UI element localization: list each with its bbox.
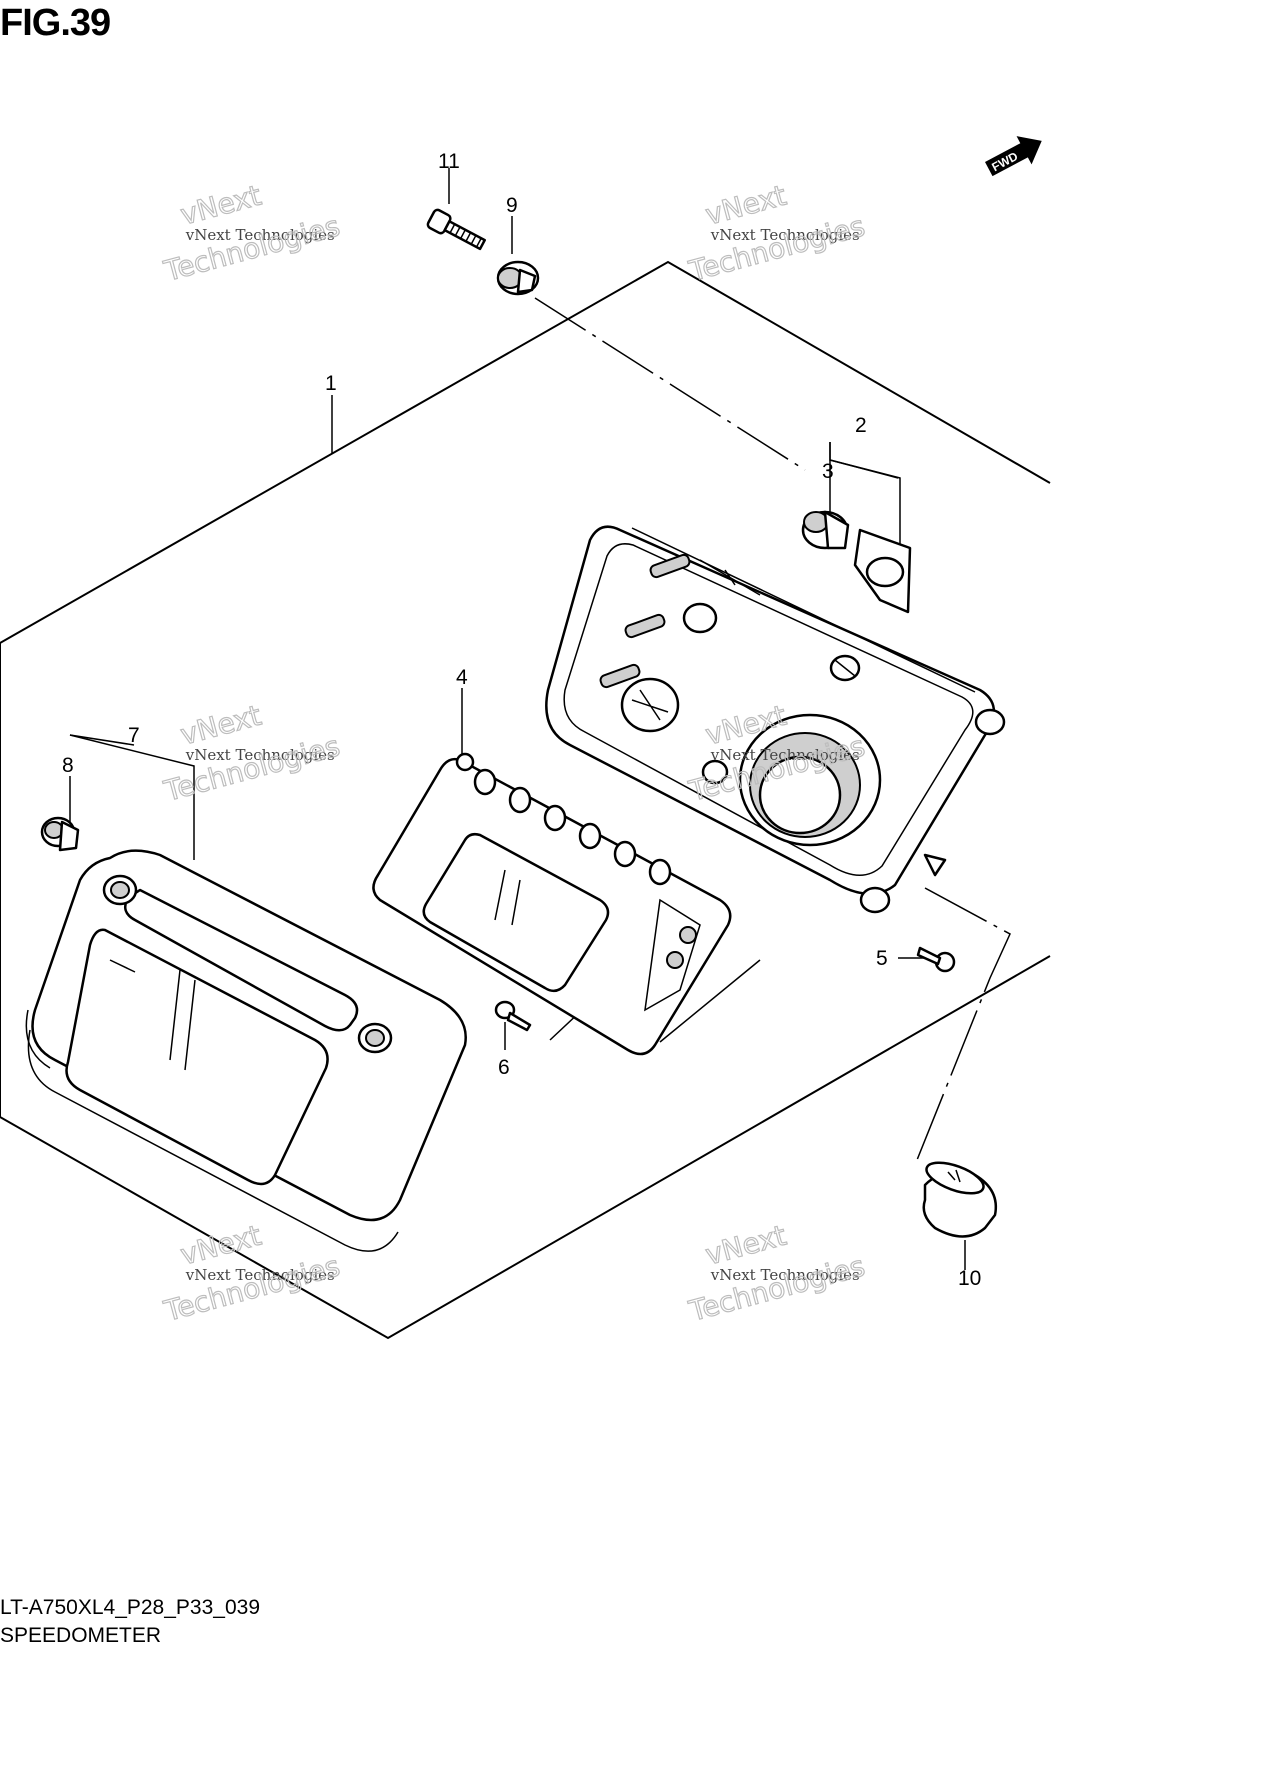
svg-text:vNext Technologies: vNext Technologies	[185, 746, 335, 764]
figure-title: FIG.39	[0, 2, 111, 44]
svg-text:vNext Technologies: vNext Technologies	[710, 746, 860, 764]
cushion-part-3	[801, 510, 850, 550]
callout-1: 1	[325, 372, 337, 395]
meter-case	[545, 525, 1006, 914]
assembly-boundary	[0, 260, 1051, 1340]
bolt-part-11	[426, 208, 486, 251]
callout-10: 10	[958, 1267, 981, 1290]
svg-text:vNext: vNext	[702, 179, 790, 232]
watermark-top-left: vNext vNext Technologies Technologies	[159, 178, 343, 289]
watermark-mid-left: vNext vNext Technologies Technologies	[159, 698, 343, 809]
forward-arrow-icon	[985, 136, 1042, 177]
watermark-bottom-left: vNext vNext Technologies Technologies	[159, 1218, 343, 1329]
callout-3: 3	[822, 460, 834, 483]
screw-part-5	[916, 946, 956, 973]
grommet-part-9	[496, 260, 540, 296]
sensor-part-10	[922, 1161, 998, 1238]
model-code: LT-A750XL4_P28_P33_039	[0, 1596, 260, 1619]
svg-text:vNext: vNext	[177, 699, 265, 752]
callout-7: 7	[128, 724, 140, 747]
fwd-direction-badge: FWD	[985, 136, 1042, 177]
callout-6: 6	[498, 1056, 510, 1079]
watermark-top-right: vNext vNext Technologies Technologies	[684, 178, 868, 289]
svg-text:vNext: vNext	[177, 179, 265, 232]
leader-lines	[69, 168, 1011, 1270]
svg-text:vNext: vNext	[702, 1219, 790, 1272]
callout-4: 4	[456, 666, 468, 689]
diagram-name: SPEEDOMETER	[0, 1624, 162, 1647]
svg-text:vNext Technologies: vNext Technologies	[185, 1266, 335, 1284]
callout-5: 5	[876, 947, 888, 970]
callout-9: 9	[506, 194, 518, 217]
callout-11: 11	[438, 150, 460, 173]
screw-part-8	[40, 816, 80, 852]
callout-2: 2	[855, 414, 867, 437]
svg-text:vNext Technologies: vNext Technologies	[185, 226, 335, 244]
svg-text:vNext Technologies: vNext Technologies	[710, 226, 860, 244]
svg-text:vNext: vNext	[177, 1219, 265, 1272]
screw-part-6	[494, 1000, 532, 1032]
callout-8: 8	[62, 754, 74, 777]
watermark-bottom-right: vNext vNext Technologies Technologies	[684, 1218, 868, 1329]
meter-subassembly-part-4	[372, 752, 732, 1056]
front-cover-part-7	[25, 849, 467, 1252]
callout-labels: 11 9 1 2 3 4 7 8 5 6 10	[62, 150, 981, 1290]
svg-text:vNext Technologies: vNext Technologies	[710, 1266, 860, 1284]
